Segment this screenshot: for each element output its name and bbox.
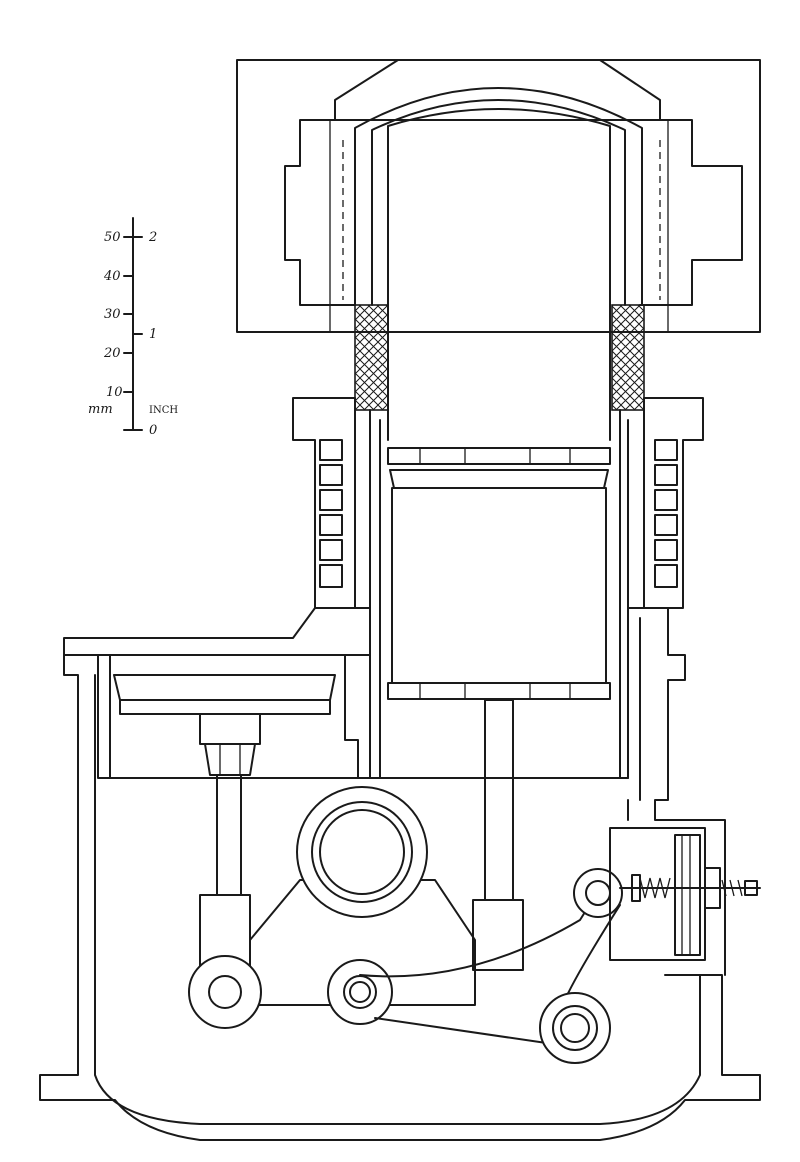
center-crank-pin-inner xyxy=(349,981,371,1003)
power-rod xyxy=(216,774,242,896)
displacer-rod-big-end xyxy=(472,899,524,971)
valve-housing xyxy=(609,827,706,961)
mm-label-50: 50 xyxy=(104,230,121,245)
mm-label-40: 40 xyxy=(103,269,121,284)
fin xyxy=(319,464,343,486)
crankcase-outline xyxy=(39,654,761,1141)
lever-pivot-outer xyxy=(539,992,611,1064)
left-cooler-jacket xyxy=(292,397,356,609)
crankshaft-boss-ring xyxy=(311,801,413,903)
valve-disc-lines xyxy=(681,835,691,955)
band-marks xyxy=(419,683,571,699)
inch-label-0: 0 xyxy=(149,423,157,438)
band-marks xyxy=(419,448,571,464)
chamber-floor xyxy=(97,654,629,779)
displacer-rod xyxy=(484,699,514,901)
right-regenerator xyxy=(611,304,645,411)
nut-faces xyxy=(219,744,241,775)
left-regenerator xyxy=(354,304,389,411)
head-inner-dome xyxy=(371,99,626,306)
wrist-pin-block xyxy=(199,713,261,745)
displacer-piston xyxy=(387,447,611,700)
cylinder-head xyxy=(334,59,661,441)
mm-label-20: 20 xyxy=(103,346,121,361)
inch-unit-label: INCH xyxy=(149,405,178,416)
mm-label-10: 10 xyxy=(106,385,123,400)
fin xyxy=(654,489,678,511)
fin xyxy=(654,464,678,486)
inch-label-2: 2 xyxy=(148,230,157,245)
fin xyxy=(654,514,678,536)
crankcase-right-column xyxy=(627,607,726,976)
valve-disc xyxy=(674,834,701,956)
crank-mechanism xyxy=(188,786,623,1064)
displacer-body xyxy=(391,487,607,684)
lever-pivot-pin xyxy=(560,1013,590,1043)
head-flange xyxy=(334,59,661,121)
lever-top-eye-outer xyxy=(573,868,623,918)
displacer-ring xyxy=(389,469,609,489)
spring-seat xyxy=(631,874,641,902)
crankcase-right-inner xyxy=(627,617,641,821)
power-piston-skirt xyxy=(119,699,331,715)
cylinder-bore xyxy=(387,108,611,441)
fin xyxy=(319,514,343,536)
displacer-bottom-band xyxy=(387,682,611,700)
fin xyxy=(654,564,678,588)
adjust-nut xyxy=(744,880,758,896)
fin xyxy=(654,439,678,461)
crankcase-top-deck xyxy=(63,607,371,656)
left-crank-pin xyxy=(208,975,242,1009)
scale-bar: 50 40 30 20 10 mm 2 1 0 INCH xyxy=(88,217,178,438)
inner-block-lines xyxy=(329,120,669,332)
crankshaft-bore xyxy=(319,809,405,895)
fin xyxy=(319,564,343,588)
mm-label-30: 30 xyxy=(104,307,121,322)
lever-pivot-ring xyxy=(552,1005,598,1051)
fin xyxy=(319,539,343,561)
left-cylinder-wall xyxy=(369,409,381,779)
crankcase xyxy=(39,607,761,1141)
valve-assembly xyxy=(609,827,761,961)
outer-cap xyxy=(704,867,721,909)
chamber-walls xyxy=(109,654,359,779)
cooler-section xyxy=(292,397,704,779)
crankcase-inner-outline xyxy=(94,674,701,1125)
fin xyxy=(654,539,678,561)
left-crank-pin-outer xyxy=(188,955,262,1029)
center-crank-pin-outer xyxy=(327,959,393,1025)
mm-unit-label: mm xyxy=(88,402,113,417)
power-piston-crown xyxy=(113,674,336,701)
power-piston xyxy=(113,674,336,776)
fin xyxy=(319,489,343,511)
right-cooler-jacket xyxy=(643,397,704,609)
right-stepped-block xyxy=(639,119,743,306)
right-cylinder-wall xyxy=(619,409,629,779)
crankshaft-boss-outer xyxy=(296,786,428,918)
head-outer-dome xyxy=(354,87,643,306)
adjust-screw-threads xyxy=(721,879,743,897)
fin xyxy=(319,439,343,461)
inch-label-1: 1 xyxy=(149,327,157,342)
hex-nut xyxy=(204,743,256,776)
valve-spring xyxy=(639,877,671,899)
displacer-top-band xyxy=(387,447,611,465)
left-stepped-block xyxy=(284,119,356,306)
